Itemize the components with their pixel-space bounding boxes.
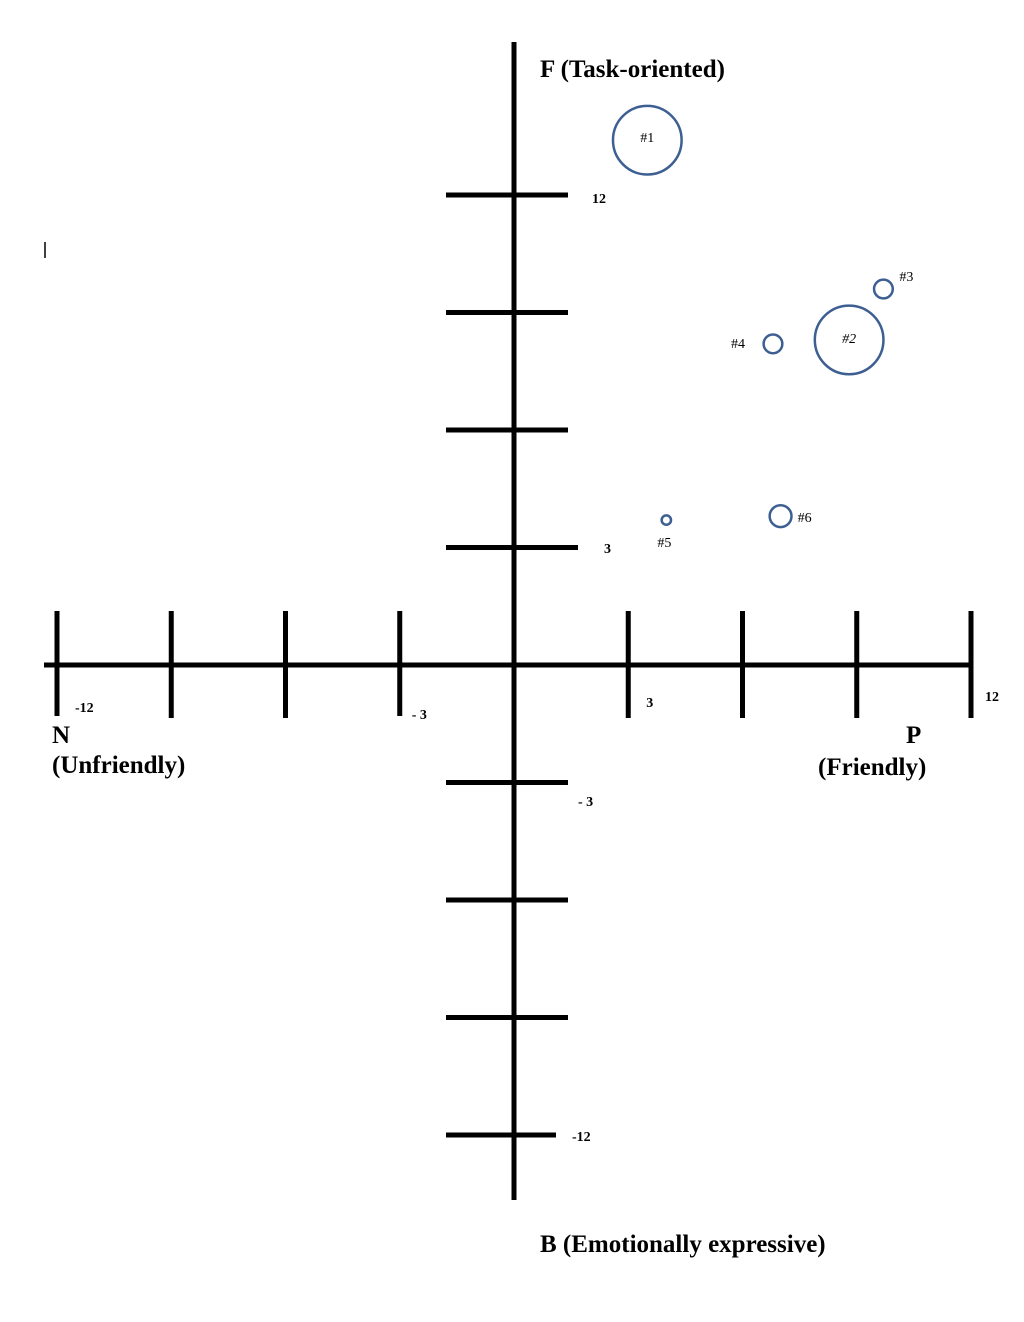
y-axis-negative-label: B (Emotionally expressive) (540, 1231, 826, 1258)
data-point-label: #2 (842, 332, 856, 347)
y-axis-tick-labels: 3 12 - 3 -12 (572, 192, 611, 1145)
data-point-label: #5 (657, 536, 671, 551)
x-axis-positive-sublabel: (Friendly) (818, 754, 926, 781)
data-point-label: #6 (798, 511, 812, 526)
data-point-bubble (762, 333, 784, 355)
y-tick-label: - 3 (578, 795, 593, 810)
x-tick-label: 3 (646, 696, 653, 711)
data-point-label: #1 (640, 131, 654, 146)
data-point-bubble (611, 104, 683, 176)
y-tick-label: 12 (592, 192, 606, 207)
axes (44, 42, 972, 1200)
x-tick-label: - 3 (412, 708, 427, 723)
x-axis-negative-label: N (52, 722, 70, 749)
data-point-bubble (660, 514, 673, 527)
x-axis-tick-labels: 3 12 -12 - 3 (75, 690, 999, 723)
data-point-bubble (872, 278, 895, 300)
x-tick-label: 12 (985, 690, 999, 705)
x-axis-negative-sublabel: (Unfriendly) (52, 752, 185, 779)
data-point-bubble (813, 304, 885, 376)
data-points: #1 #2 #3 #4 #5 #6 (611, 104, 913, 551)
data-point-label: #3 (899, 270, 913, 285)
y-tick-label: -12 (572, 1130, 591, 1145)
x-axis-ticks (54, 611, 974, 718)
x-axis-positive-label: P (906, 722, 921, 749)
y-axis-ticks (446, 192, 578, 1138)
data-point-label: #4 (731, 337, 745, 352)
y-axis-positive-label: F (Task-oriented) (540, 56, 725, 83)
data-point-bubble (768, 503, 793, 529)
y-tick-label: 3 (604, 542, 611, 557)
x-tick-label: -12 (75, 701, 94, 716)
